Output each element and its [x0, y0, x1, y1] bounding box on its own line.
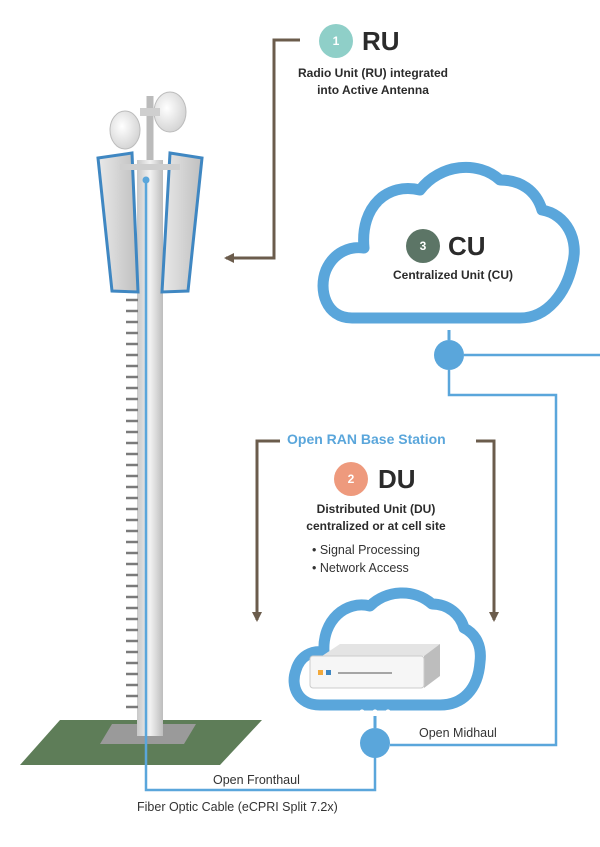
- base-station-arrow-left: [252, 439, 280, 622]
- base-station-title: Open RAN Base Station: [287, 431, 446, 447]
- cu-port-dots: [429, 323, 469, 331]
- du-description-line1: Distributed Unit (DU): [316, 502, 436, 516]
- du-title: DU: [378, 464, 416, 494]
- ru-number-badge: 1: [319, 24, 353, 58]
- cu-title: CU: [448, 231, 486, 261]
- du-port-dots: [359, 709, 391, 715]
- ru-description-line1: Radio Unit (RU) integrated: [298, 66, 448, 80]
- du-number-badge: 2: [334, 462, 368, 496]
- open-midhaul-label: Open Midhaul: [419, 726, 497, 740]
- cu-subtitle: Centralized Unit (CU): [393, 268, 513, 282]
- base-station-arrow-right: [476, 439, 499, 622]
- fiber-optic-cable-label: Fiber Optic Cable (eCPRI Split 7.2x): [137, 800, 338, 814]
- cell-tower: [96, 91, 204, 736]
- fiber-optic-cable: [144, 180, 377, 792]
- cu-number-badge: 3: [406, 229, 440, 263]
- server-icon: [309, 644, 440, 689]
- du-description-line2: centralized or at cell site: [306, 519, 446, 533]
- microwave-dish-icon: [109, 91, 187, 150]
- du-connector: [360, 728, 390, 758]
- midhaul-line: [390, 370, 558, 747]
- cu-cloud: [317, 161, 580, 324]
- ru-arrow: [224, 38, 300, 263]
- du-bullet-signal-processing: • Signal Processing: [312, 543, 420, 557]
- active-antenna: [96, 151, 204, 294]
- ru-description-line2: into Active Antenna: [317, 83, 429, 97]
- ru-title: RU: [362, 26, 400, 56]
- du-bullet-network-access: • Network Access: [312, 561, 409, 575]
- cu-connector: [434, 340, 464, 370]
- open-fronthaul-label: Open Fronthaul: [213, 773, 300, 787]
